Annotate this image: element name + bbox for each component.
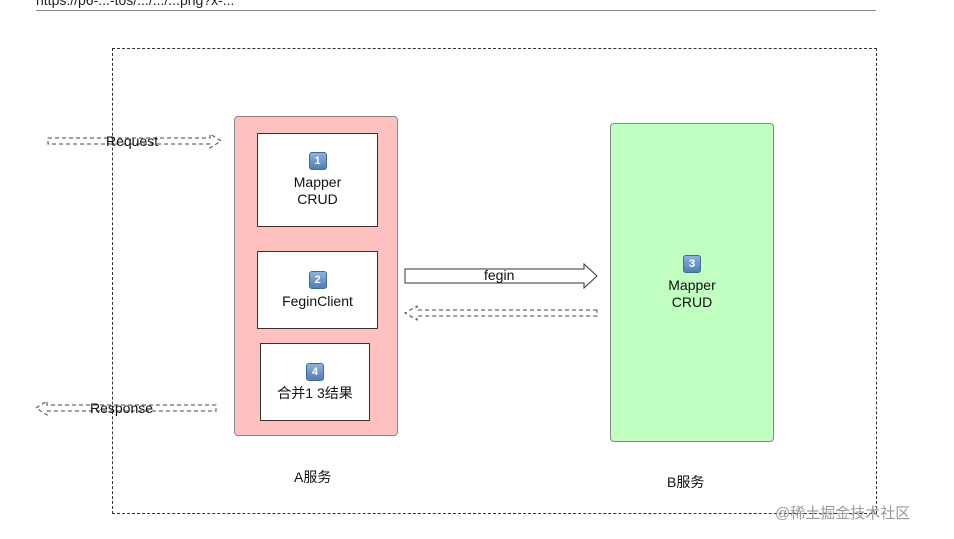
step-3-badge-icon: 3 <box>683 255 701 273</box>
request-label: Request <box>106 133 159 149</box>
step-1-line1: Mapper <box>293 174 342 190</box>
service-a-label: A服务 <box>294 469 332 485</box>
fegin-label: fegin <box>484 267 515 283</box>
fegin-arrow-icon <box>404 262 598 290</box>
return-arrow-icon <box>404 305 598 321</box>
step-3-content: 3 Mapper CRUD <box>610 255 774 311</box>
step-4-badge-icon: 4 <box>306 362 324 381</box>
step-3-line1: Mapper <box>668 277 716 293</box>
service-b-container <box>610 123 774 442</box>
step-1-badge-icon: 1 <box>308 152 327 170</box>
header-url-text: https://p6-...-tos/.../.../...png?x-... <box>36 0 235 8</box>
step-3-line2: CRUD <box>671 294 713 310</box>
step-1-line2: CRUD <box>297 191 338 207</box>
step-1-box: 1 Mapper CRUD <box>257 133 378 227</box>
response-arrow-icon <box>35 400 217 416</box>
service-b-label: B服务 <box>667 474 705 490</box>
request-arrow-icon <box>47 133 222 149</box>
step-2-box: 2 FeginClient <box>257 251 378 329</box>
watermark-text: @稀土掘金技术社区 <box>775 505 911 522</box>
system-boundary <box>112 48 877 514</box>
header-rule <box>36 10 876 11</box>
step-2-line1: FeginClient <box>282 292 353 309</box>
step-4-line1: 合并1 3结果 <box>277 384 353 401</box>
step-4-box: 4 合并1 3结果 <box>260 343 370 421</box>
step-2-badge-icon: 2 <box>308 270 327 289</box>
response-label: Response <box>90 400 154 416</box>
